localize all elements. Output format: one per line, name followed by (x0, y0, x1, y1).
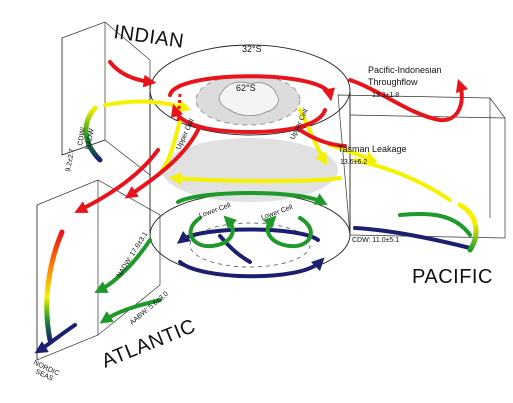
pacific-gradient-flow (457, 202, 479, 253)
throughflow-label-line1: Pacific-Indonesian (368, 65, 442, 75)
surface-flow-arrows (103, 99, 452, 202)
tasman-leakage-label: Tasman Leakage (338, 144, 407, 154)
throughflow-label-line2: Throughflow (368, 77, 418, 87)
cdw-indian-value: 9.2±2.7 (65, 148, 76, 172)
cdw-indian-label-line2: NADW (85, 128, 96, 151)
antarctica-icon (218, 81, 279, 116)
latitude-label-inner: 62°S (236, 83, 256, 93)
cdw-indian-label-line1: CDW/ (77, 127, 87, 147)
upper-flow-arrows (74, 60, 469, 213)
tasman-leakage-value: 13.6±6.2 (340, 159, 367, 166)
indian-gradient-flow (83, 105, 103, 163)
intermediate-flow-arrows (94, 191, 472, 324)
basin-label-pacific: PACIFIC (412, 266, 493, 288)
cell-label-lower-left: Lower Cell (198, 202, 232, 220)
basin-label-indian: INDIAN (112, 21, 185, 53)
cell-label-lower-right: Lower Cell (260, 204, 294, 222)
latitude-label-outer: 32°S (242, 44, 262, 54)
atlantic-gradient-flow (44, 229, 65, 343)
atlantic-basin-box (36, 179, 161, 361)
throughflow-value: 13.3±1.8 (372, 92, 399, 99)
southern-ocean-cylinder (149, 44, 351, 278)
basin-label-atlantic: ATLANTIC (99, 315, 199, 373)
nadw-label: NADW: 17.6±3.1 (116, 231, 150, 279)
upper-cell-dotted-link (176, 93, 182, 123)
cdw-pacific-label: CDW: 11.0±5.1 (352, 237, 399, 244)
